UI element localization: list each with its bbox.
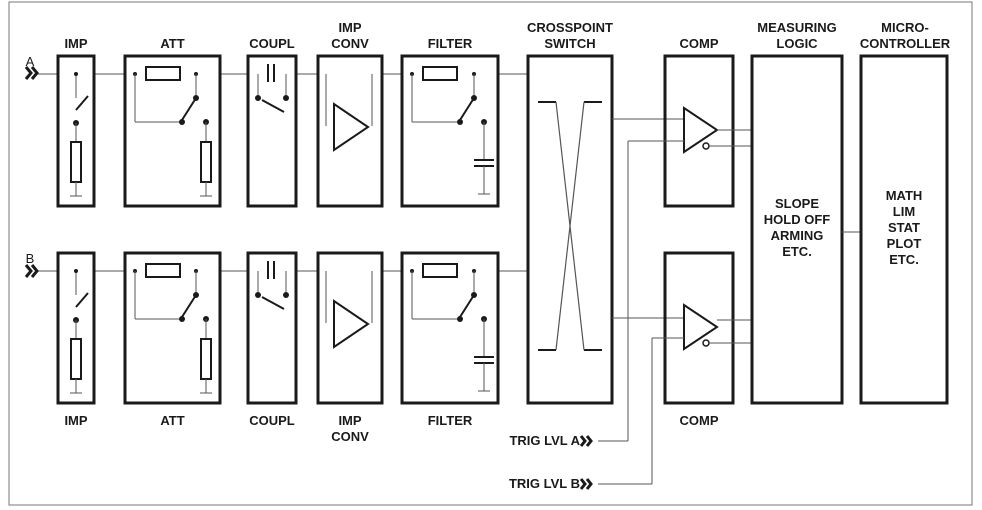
filter-top-label: FILTER — [427, 36, 473, 51]
trig-lvl-b-label: TRIG LVL B — [508, 476, 580, 491]
microcontroller-line-1: MATH — [885, 188, 923, 203]
comp-top-label: COMP — [679, 36, 719, 51]
input-b-label: B — [25, 251, 35, 266]
measuring-logic-block — [750, 54, 844, 405]
microcontroller-block — [859, 54, 949, 405]
comp-block-a — [663, 54, 735, 208]
input-a-label: A — [25, 54, 35, 69]
crosspoint-switch-block — [526, 54, 614, 405]
microcontroller-line-5: ETC. — [889, 252, 919, 267]
coupl-block-b — [246, 251, 298, 405]
measuring-logic-text: SLOPE HOLD OFF ARMING ETC. — [752, 196, 842, 260]
crosspoint-switch-top-label: CROSSPOINT SWITCH — [527, 20, 613, 51]
coupl-bottom-label: COUPL — [249, 413, 295, 428]
microcontroller-line-3: STAT — [887, 220, 920, 235]
imp-block-a — [56, 54, 96, 208]
comp-bottom-label: COMP — [679, 413, 719, 428]
filter-block-b — [400, 251, 500, 405]
microcontroller-text: MATH LIM STAT PLOT ETC. — [861, 188, 947, 268]
imp-top-label: IMP — [64, 36, 88, 51]
att-bottom-label: ATT — [160, 413, 185, 428]
trigger-level-wires — [598, 140, 684, 485]
microcontroller-line-4: PLOT — [886, 236, 922, 251]
imp-conv-top-label: IMP CONV — [331, 20, 369, 51]
trig-lvl-a-label: TRIG LVL A — [509, 433, 580, 448]
att-block-b — [123, 251, 222, 405]
microcontroller-line-2: LIM — [892, 204, 916, 219]
imp-bottom-label: IMP — [64, 413, 88, 428]
coupl-top-label: COUPL — [249, 36, 295, 51]
microcontroller-top-label: MICRO-CONTROLLER — [859, 20, 951, 51]
att-block-a — [123, 54, 222, 208]
trig-lvl-a-arrow-icon — [579, 435, 593, 447]
imp-conv-block-a — [316, 54, 384, 208]
att-top-label: ATT — [160, 36, 185, 51]
filter-block-a — [400, 54, 500, 208]
imp-conv-bottom-label: IMP CONV — [331, 413, 369, 444]
outer-frame — [8, 1, 973, 506]
filter-bottom-label: FILTER — [427, 413, 473, 428]
measuring-logic-line-1: SLOPE — [774, 196, 820, 211]
comp-block-b — [663, 251, 735, 405]
measuring-logic-line-4: ETC. — [782, 244, 812, 259]
imp-conv-block-b — [316, 251, 384, 405]
measuring-logic-top-label: MEASURING LOGIC — [757, 20, 837, 51]
measuring-logic-line-3: ARMING — [770, 228, 824, 243]
trig-lvl-b-arrow-icon — [579, 478, 593, 490]
imp-block-b — [56, 251, 96, 405]
input-a-arrow-icon — [24, 66, 39, 80]
coupl-block-a — [246, 54, 298, 208]
crosspoint-to-comp-wires — [612, 118, 684, 319]
comp-to-measuring-wires — [709, 129, 752, 344]
measuring-logic-line-2: HOLD OFF — [763, 212, 831, 227]
input-b-arrow-icon — [24, 264, 39, 278]
